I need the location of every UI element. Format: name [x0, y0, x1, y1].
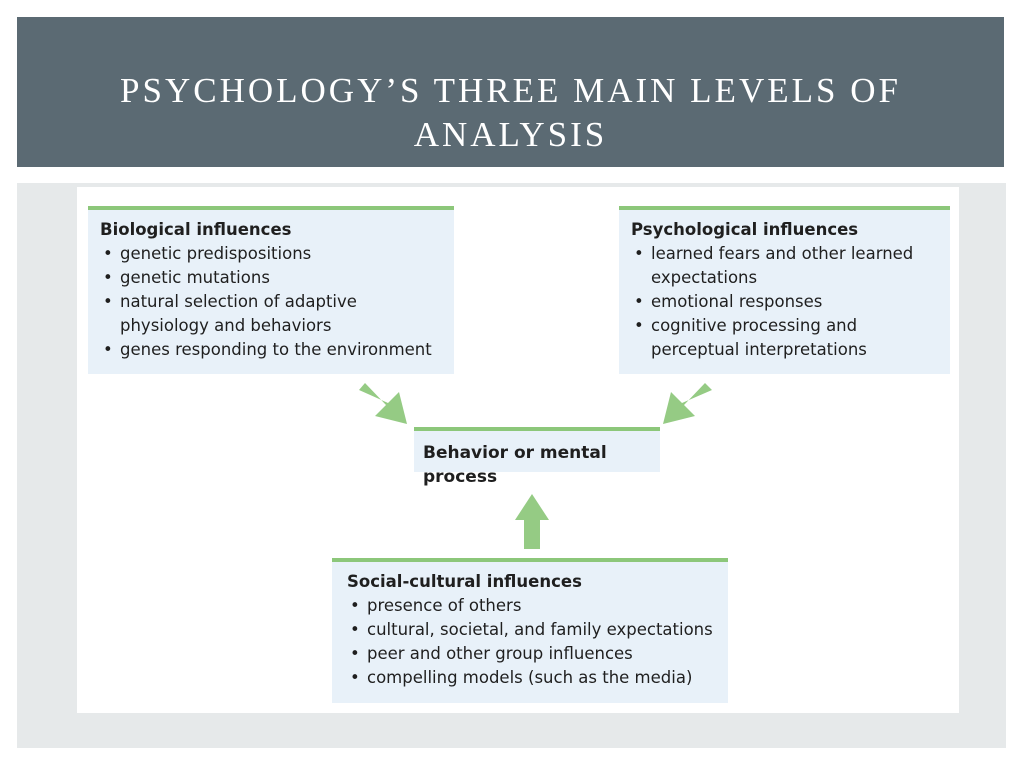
behavior-label: Behavior or mental process [423, 443, 607, 487]
arrows [359, 383, 712, 549]
list-item: learned fears and other learnedexpectati… [631, 242, 950, 290]
social-cultural-influences-title: Social-cultural influences [347, 572, 582, 591]
arrow-biological-icon [359, 383, 407, 424]
biological-influences-title: Biological influences [100, 220, 292, 239]
list-item: genes responding to the environment [100, 338, 454, 362]
list-item: peer and other group influences [347, 642, 728, 666]
psychological-influences-title: Psychological influences [631, 220, 859, 239]
biological-influences-list: genetic predispositions genetic mutation… [100, 242, 454, 362]
psychological-influences-box: Psychological influences learned fears a… [619, 206, 950, 374]
social-cultural-influences-list: presence of others cultural, societal, a… [347, 594, 728, 690]
arrow-social-icon [515, 494, 549, 549]
behavior-box: Behavior or mental process [414, 427, 660, 487]
list-item: genetic mutations [100, 266, 454, 290]
arrow-psychological-icon [663, 383, 712, 424]
biological-influences-box: Biological influences genetic predisposi… [88, 206, 454, 374]
slide-title: PSYCHOLOGY’S THREE MAIN LEVELS OF ANALYS… [17, 69, 1004, 157]
levels-of-analysis-diagram: Biological influences genetic predisposi… [77, 187, 959, 713]
psychological-influences-list: learned fears and other learnedexpectati… [631, 242, 950, 362]
list-item: genetic predispositions [100, 242, 454, 266]
slide-title-line-1: PSYCHOLOGY’S THREE MAIN LEVELS OF [120, 71, 901, 110]
slide-title-line-2: ANALYSIS [413, 115, 608, 154]
title-bar: PSYCHOLOGY’S THREE MAIN LEVELS OF ANALYS… [17, 17, 1004, 167]
list-item: emotional responses [631, 290, 950, 314]
list-item: natural selection of adaptivephysiology … [100, 290, 454, 338]
list-item: cultural, societal, and family expectati… [347, 618, 728, 642]
list-item: compelling models (such as the media) [347, 666, 728, 690]
list-item: presence of others [347, 594, 728, 618]
social-cultural-influences-box: Social-cultural influences presence of o… [332, 558, 728, 703]
